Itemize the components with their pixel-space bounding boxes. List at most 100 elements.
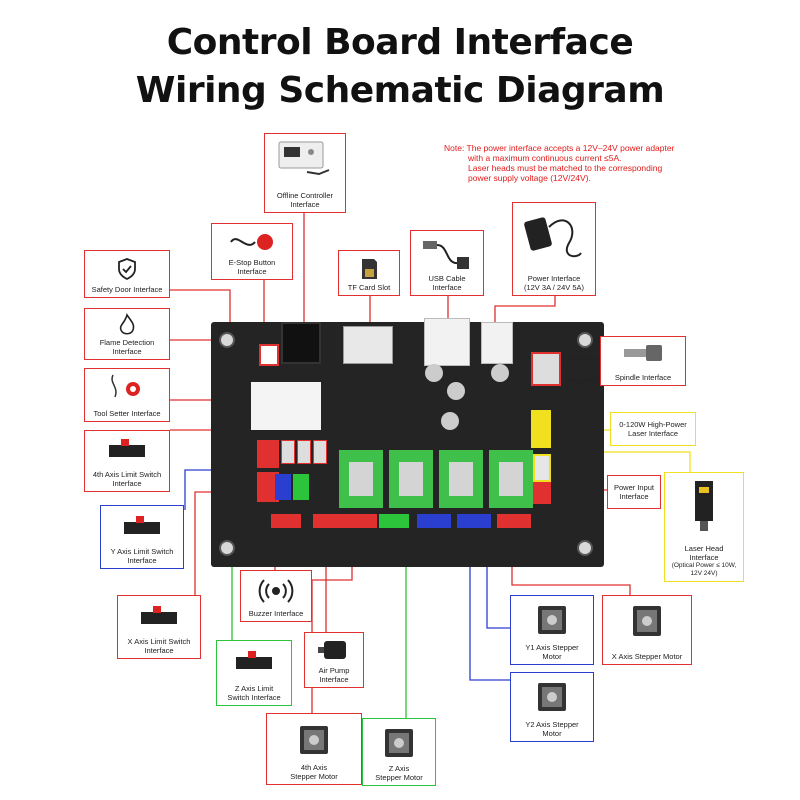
sd-card-icon: [362, 259, 377, 279]
capacitor: [425, 364, 443, 382]
label: 12V 24V): [690, 570, 718, 577]
heatsink: [399, 462, 423, 496]
mount-hole: [577, 540, 593, 556]
spindle-icon: [624, 345, 662, 361]
mcu-shield: [251, 382, 321, 430]
pump-icon: [318, 641, 346, 659]
label: Switch Interface: [227, 693, 281, 702]
label: Air Pump: [318, 666, 350, 675]
label: Power Input: [613, 483, 655, 492]
tool-setter-port: [297, 440, 311, 464]
diagram-title-line2: Wiring Schematic Diagram: [135, 70, 665, 111]
safety-door-port: [313, 440, 327, 464]
power-box: Power Interface(12V 3A / 24V 5A): [512, 202, 596, 296]
limit-switch-icon: [141, 606, 177, 624]
tf-card-box: TF Card Slot: [338, 250, 400, 296]
label: Interface: [290, 200, 320, 209]
label: Safety Door Interface: [91, 285, 163, 294]
label: Stepper Motor: [375, 773, 423, 782]
wire-power: [494, 296, 556, 325]
spindle-terminal: [531, 352, 561, 386]
limit-switch-icon: [124, 516, 160, 534]
label: 4th Axis Limit Switch: [92, 470, 162, 479]
power-note: Note: The power interface accepts a 12V–…: [444, 143, 774, 183]
flame-port: [281, 440, 295, 464]
limit-switch-icon: [236, 651, 272, 669]
label: Interface: [112, 347, 142, 356]
label: TF Card Slot: [347, 283, 391, 292]
label: Interface: [144, 646, 174, 655]
air-pump-port: [313, 514, 343, 528]
x-limit-port: [257, 472, 279, 502]
laser-head-port: [533, 454, 551, 482]
note-line: Note: The power interface accepts a 12V–…: [444, 143, 675, 153]
label: Y Axis Limit Switch: [110, 547, 174, 556]
label: Laser Head: [684, 544, 724, 553]
capacitor: [441, 412, 459, 430]
label: Interface: [319, 675, 349, 684]
label: (12V 3A / 24V 5A): [523, 283, 585, 292]
label: Laser Interface: [627, 429, 679, 438]
buzzer-icon: [258, 579, 294, 603]
label: Y1 Axis Stepper: [525, 643, 579, 652]
wire-y2-motor: [469, 528, 510, 681]
shield-icon: [118, 258, 136, 281]
stepper-motor-icon: [538, 683, 566, 711]
stepper-motor-icon: [385, 729, 413, 757]
spindle-box: Spindle Interface: [600, 336, 686, 386]
x-motor-box: X Axis Stepper Motor: [602, 595, 692, 665]
laser-head-icon: [695, 481, 713, 531]
usb-cable-icon: [423, 241, 469, 269]
usb-port: [424, 318, 470, 366]
buzzer-port: [271, 514, 301, 528]
power-adapter-icon: [524, 217, 582, 258]
power-jack: [481, 322, 513, 364]
note-line: power supply voltage (12V/24V).: [468, 173, 591, 183]
y1-motor-port: [457, 514, 491, 528]
label: Tool Setter Interface: [93, 409, 161, 418]
label: Buzzer Interface: [248, 609, 304, 618]
probe-icon: [111, 374, 140, 398]
negative-label: - Negative: [561, 376, 598, 385]
stepper-motor-icon: [300, 726, 328, 754]
heatsink: [499, 462, 523, 496]
label: Interface: [432, 283, 462, 292]
label: Interface: [127, 556, 157, 565]
heatsink: [449, 462, 473, 496]
diagram-title-line1: Control Board Interface: [166, 22, 634, 63]
mount-hole: [577, 332, 593, 348]
4th-motor-port: [343, 514, 377, 528]
4th-limit-port: [257, 440, 279, 468]
label: 0-120W High-Power: [619, 420, 687, 429]
label: Motor: [542, 652, 562, 661]
label: Stepper Motor: [290, 772, 338, 781]
label: E-Stop Button: [228, 258, 276, 267]
z-motor-port: [379, 514, 409, 528]
safety-door-box: Safety Door Interface: [84, 250, 170, 298]
estop-icon: [230, 234, 273, 250]
laser-high-terminal: [531, 410, 551, 448]
label: Offline Controller: [276, 191, 334, 200]
label: Flame Detection: [99, 338, 155, 347]
label: Interface: [689, 553, 719, 562]
label: 4th Axis: [300, 763, 328, 772]
control-board: [211, 318, 604, 567]
mount-hole: [219, 332, 235, 348]
label: Interface: [237, 267, 267, 276]
x-motor-port: [497, 514, 531, 528]
label: Interface: [619, 492, 649, 501]
limit-switch-icon: [109, 439, 145, 457]
label: (Optical Power ≤ 10W,: [671, 562, 737, 569]
flame-icon: [119, 313, 135, 335]
